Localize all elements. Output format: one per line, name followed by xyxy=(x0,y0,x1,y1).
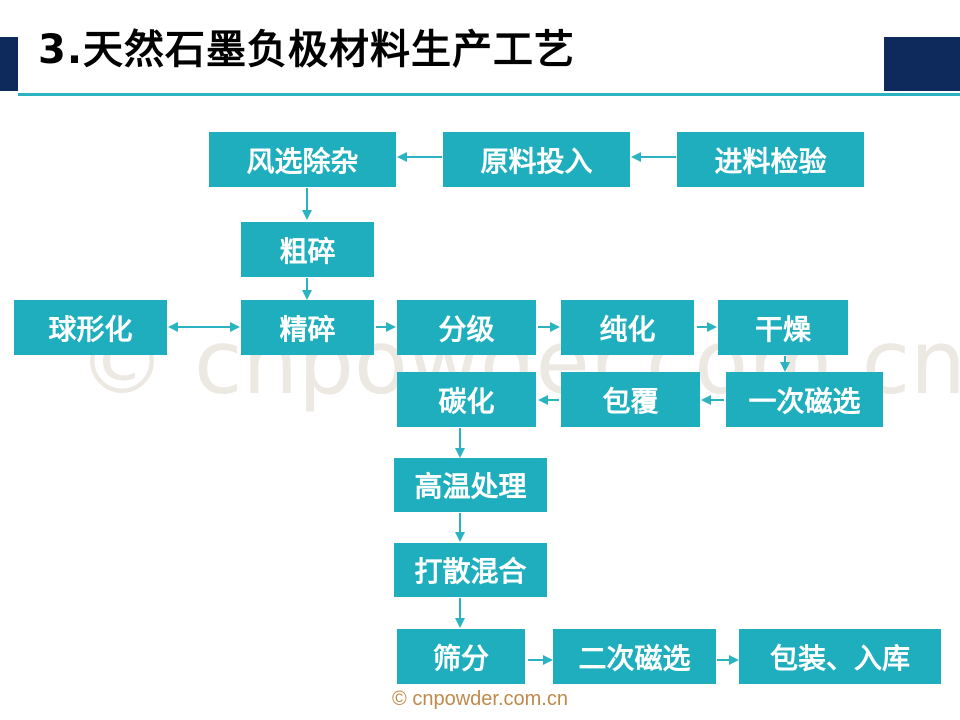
node-shaifen: 筛分 xyxy=(397,629,525,684)
node-cusui: 粗碎 xyxy=(241,222,374,277)
footer-copyright: © cnpowder.com.cn xyxy=(392,688,568,710)
title-bar-right xyxy=(884,37,960,91)
node-dasan: 打散混合 xyxy=(394,543,547,597)
node-qiuxing: 球形化 xyxy=(14,300,167,355)
node-tanhua: 碳化 xyxy=(397,372,536,427)
node-jinliao: 进料检验 xyxy=(677,132,864,187)
node-fengxuan: 风选除杂 xyxy=(209,132,396,187)
node-jingsui: 精碎 xyxy=(241,300,374,355)
node-fenji: 分级 xyxy=(397,300,536,355)
node-ercicixuan: 二次磁选 xyxy=(553,629,716,684)
title-bar-left xyxy=(0,37,18,91)
title-underline xyxy=(18,93,960,96)
node-ganzao: 干燥 xyxy=(718,300,848,355)
node-chunhua: 纯化 xyxy=(561,300,694,355)
node-baofu: 包覆 xyxy=(561,372,700,427)
node-baozhuang: 包装、入库 xyxy=(739,629,941,684)
node-yicicixuan: 一次磁选 xyxy=(726,372,883,427)
slide-title: 3.天然石墨负极材料生产工艺 xyxy=(38,27,576,73)
node-yuanliao: 原料投入 xyxy=(443,132,630,187)
node-gaowen: 高温处理 xyxy=(394,458,547,512)
